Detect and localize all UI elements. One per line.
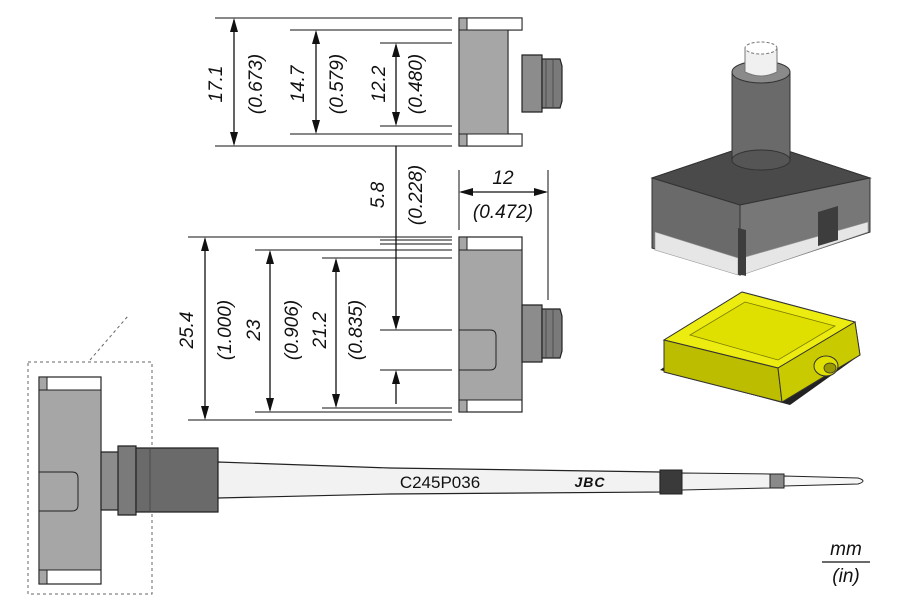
dimension-17-1: 17.1 (0.673) (206, 18, 267, 146)
dim-21-2-in: (0.835) (346, 300, 367, 360)
part-number-label: C245P036 (400, 473, 480, 492)
dim-21-2-mm: 21.2 (310, 311, 331, 349)
tip-3d-render (650, 41, 872, 276)
dim-12-2-mm: 12.2 (369, 65, 390, 102)
dim-17-1-in: (0.673) (246, 54, 267, 114)
middle-side-view (458, 236, 563, 413)
dim-23-in: (0.906) (282, 300, 303, 360)
chip-3d-render (660, 291, 861, 405)
dimension-21-2: 21.2 (0.835) (310, 258, 367, 408)
units-legend: mm (in) (822, 539, 870, 587)
dim-12-mm: 12 (492, 168, 514, 189)
top-extension-lines (215, 17, 452, 147)
dimension-23: 23 (0.906) (244, 250, 303, 412)
dim-25-4-in: (1.000) (215, 300, 236, 360)
dimension-12: 12 (0.472) (459, 168, 548, 223)
dim-14-7-mm: 14.7 (288, 64, 309, 102)
dim-25-4-mm: 25.4 (177, 312, 198, 350)
units-mm: mm (830, 539, 862, 560)
dim-5-8-in: (0.228) (406, 165, 427, 225)
dim-17-1-mm: 17.1 (206, 66, 227, 103)
brand-logo-text: JBC (574, 474, 605, 490)
dim-12-in: (0.472) (473, 202, 533, 223)
soldering-tip-full-view: C245P036 JBC (27, 315, 864, 595)
dim-23-mm: 23 (244, 319, 265, 342)
dim-12-2-in: (0.480) (406, 54, 427, 114)
units-in: (in) (832, 566, 859, 587)
dim-5-8-mm: 5.8 (368, 181, 389, 208)
dimension-5-8: 5.8 (0.228) (368, 146, 427, 404)
middle-extension-lines (188, 170, 549, 421)
top-side-view (458, 17, 563, 147)
dimension-12-2: 12.2 (0.480) (369, 43, 427, 126)
dimension-25-4: 25.4 (1.000) (177, 237, 236, 420)
dimension-14-7: 14.7 (0.579) (288, 30, 348, 134)
dim-14-7-in: (0.579) (327, 54, 348, 114)
